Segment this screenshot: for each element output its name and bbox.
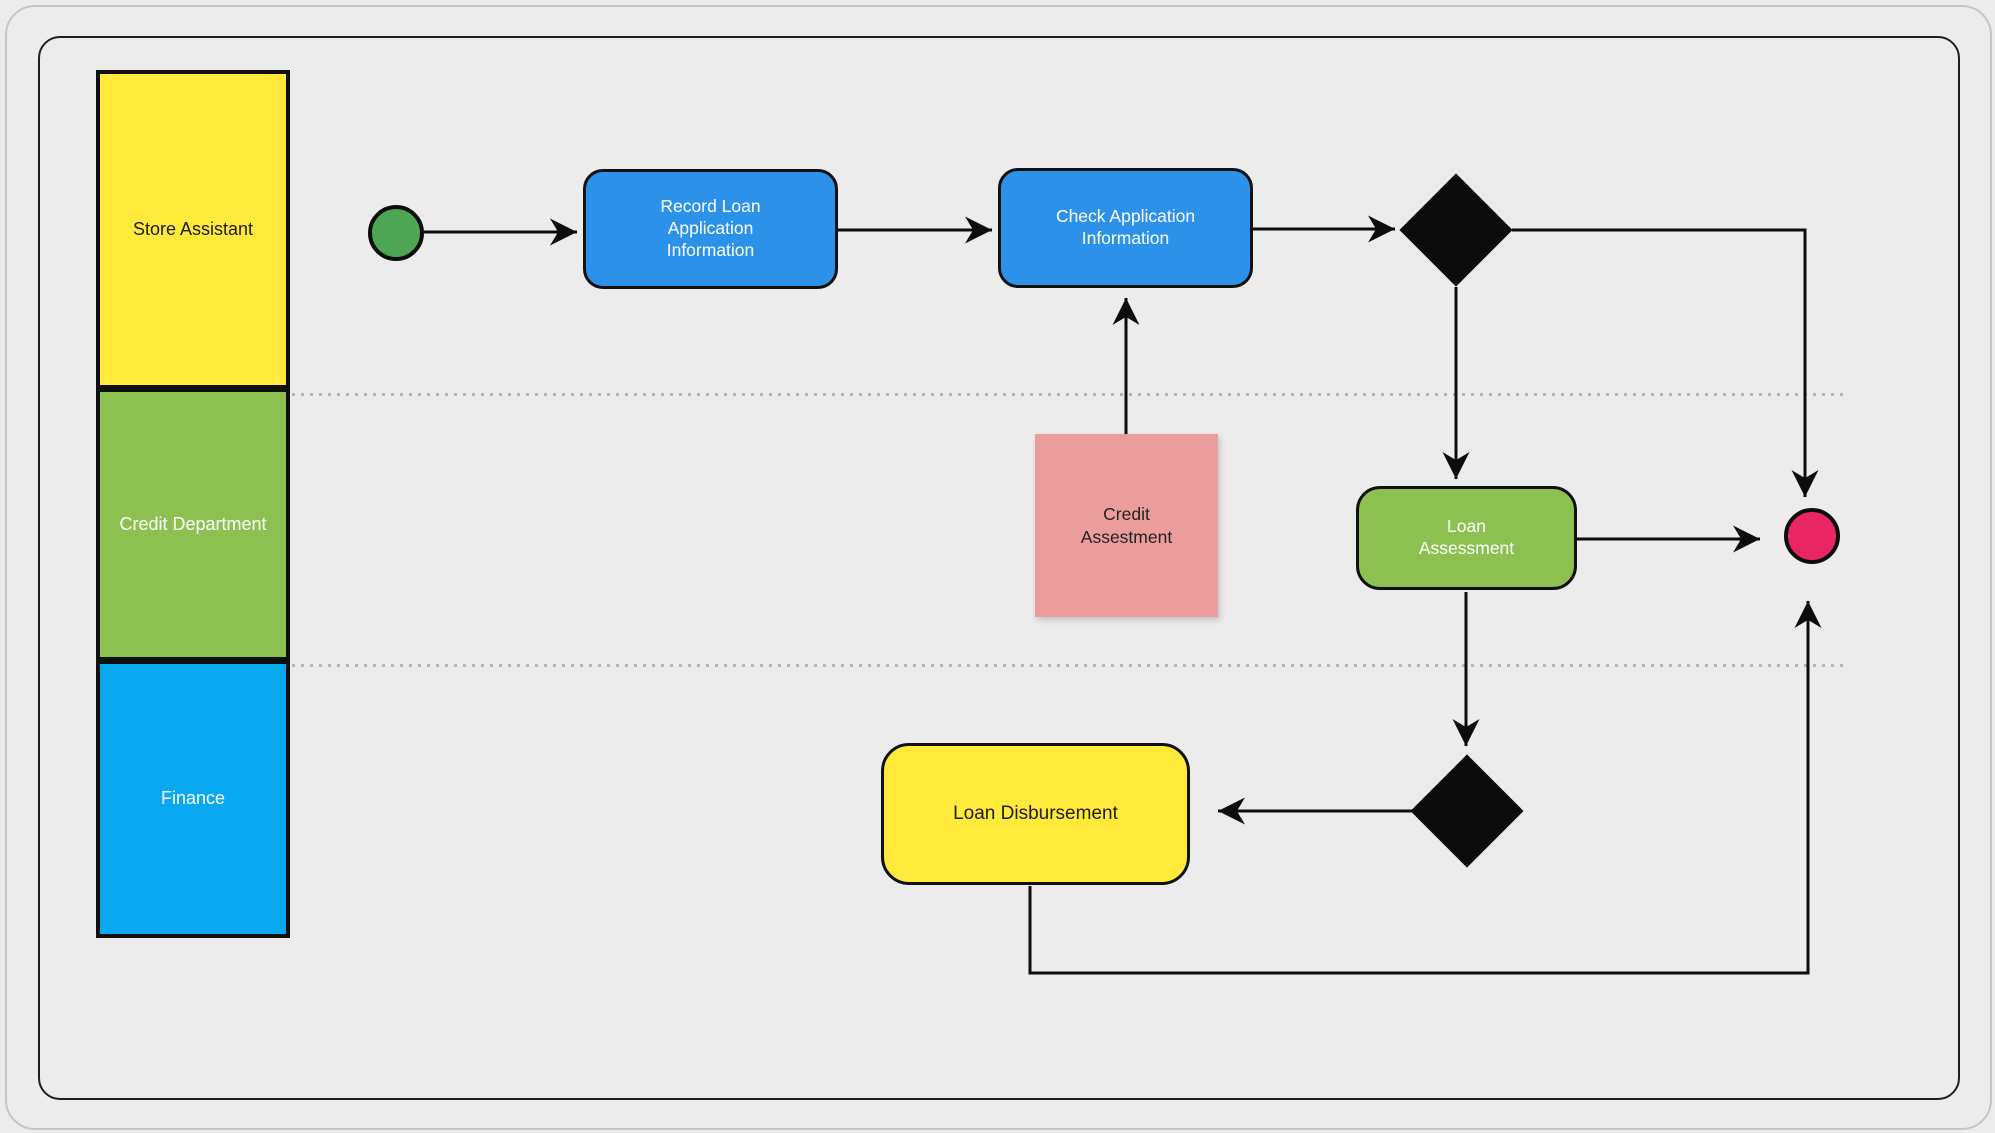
lane-finance[interactable]: Finance <box>100 664 286 934</box>
task-label: Check Application Information <box>1055 206 1196 248</box>
lane-store-assistant[interactable]: Store Assistant <box>100 74 286 392</box>
note-label: Credit Assestment <box>1080 503 1173 547</box>
flow-loan-disbursement-to-end[interactable] <box>1028 601 1822 975</box>
swimlane-pool: Store Assistant Credit Department Financ… <box>96 70 290 938</box>
diagram-canvas <box>38 36 1960 1100</box>
start-event-circle[interactable] <box>368 205 424 261</box>
end-event-circle[interactable] <box>1784 508 1840 564</box>
task-record-loan-application[interactable]: Record Loan Application Information <box>583 169 838 289</box>
lane-label: Store Assistant <box>132 218 254 239</box>
screenshot-frame <box>5 5 1992 1130</box>
task-loan-assessment[interactable]: Loan Assessment <box>1356 486 1577 590</box>
task-label: Record Loan Application Information <box>660 196 761 260</box>
lane-credit-department[interactable]: Credit Department <box>100 392 286 664</box>
task-label: Loan Assessment <box>1418 516 1515 558</box>
lane-label: Finance <box>160 788 226 809</box>
note-credit-assestment[interactable]: Credit Assestment <box>1035 434 1218 617</box>
lane-label: Credit Department <box>119 513 267 534</box>
task-label: Loan Disbursement <box>953 803 1118 825</box>
task-loan-disbursement[interactable]: Loan Disbursement <box>881 743 1190 885</box>
flow-gateway1-to-end[interactable] <box>1512 228 1819 497</box>
task-check-application-information[interactable]: Check Application Information <box>998 168 1253 288</box>
